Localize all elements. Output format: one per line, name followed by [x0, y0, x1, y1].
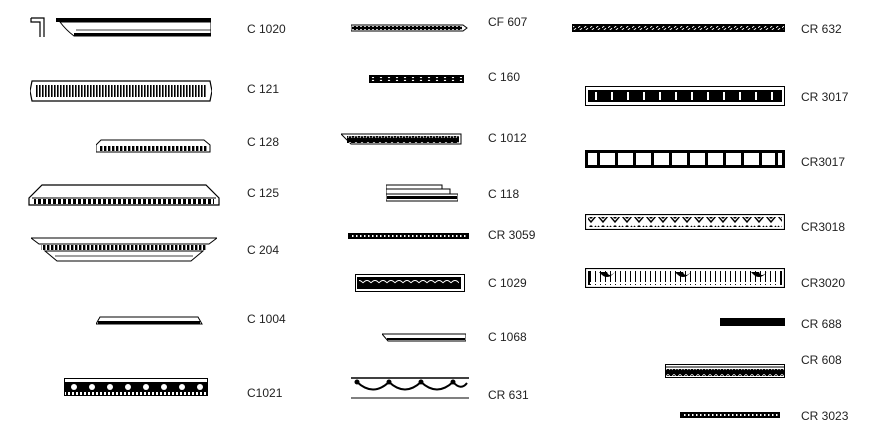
profile-cr688	[720, 318, 785, 326]
label-cr3017-b: CR3017	[801, 155, 846, 169]
label-c160: C 160	[488, 70, 521, 84]
profile-c1012	[341, 133, 463, 145]
label-c121: C 121	[247, 82, 280, 96]
label-c1068: C 1068	[488, 330, 527, 344]
label-cf607: CF 607	[488, 15, 528, 29]
profile-cr608	[665, 364, 785, 378]
label-cr3017-a: CR 3017	[801, 90, 849, 104]
label-cr3020: CR3020	[801, 276, 846, 290]
profile-cr3023	[680, 412, 780, 418]
label-c125: C 125	[247, 186, 280, 200]
profile-c1004	[96, 316, 204, 326]
profile-c160	[369, 75, 464, 83]
profile-c1020	[56, 18, 211, 38]
label-c1020: C 1020	[247, 22, 286, 36]
profile-cr3018	[585, 214, 785, 230]
profile-cf607	[351, 24, 468, 32]
label-cr631: CR 631	[488, 388, 529, 402]
profile-c1029	[355, 274, 465, 292]
profile-c1021	[64, 378, 208, 396]
profile-cr3020	[585, 268, 785, 288]
profile-c204	[31, 237, 217, 263]
profile-cr3017-b	[585, 150, 785, 168]
label-cr688: CR 688	[801, 317, 842, 331]
profile-c118	[386, 184, 458, 202]
label-c1004: C 1004	[247, 312, 286, 326]
label-cr632: CR 632	[801, 22, 842, 36]
label-c118: C 118	[488, 187, 520, 201]
label-cr3018: CR3018	[801, 220, 846, 234]
label-c1012: C 1012	[488, 131, 527, 145]
profile-c125	[28, 184, 220, 206]
profile-c128	[96, 139, 211, 153]
label-c1021: C1021	[247, 386, 283, 400]
label-c204: C 204	[247, 243, 280, 257]
label-cr3023: CR 3023	[801, 409, 849, 423]
label-cr3059: CR 3059	[488, 228, 536, 242]
profile-c1020-corner-icon	[30, 17, 50, 39]
profile-cr631	[351, 377, 469, 399]
label-cr608: CR 608	[801, 353, 842, 367]
profile-c121	[30, 79, 212, 103]
profile-cr3059	[348, 233, 469, 239]
profile-c1068	[382, 333, 466, 342]
profile-cr632	[572, 24, 785, 32]
label-c1029: C 1029	[488, 276, 527, 290]
profile-cr3017-a	[585, 86, 785, 106]
label-c128: C 128	[247, 135, 280, 149]
